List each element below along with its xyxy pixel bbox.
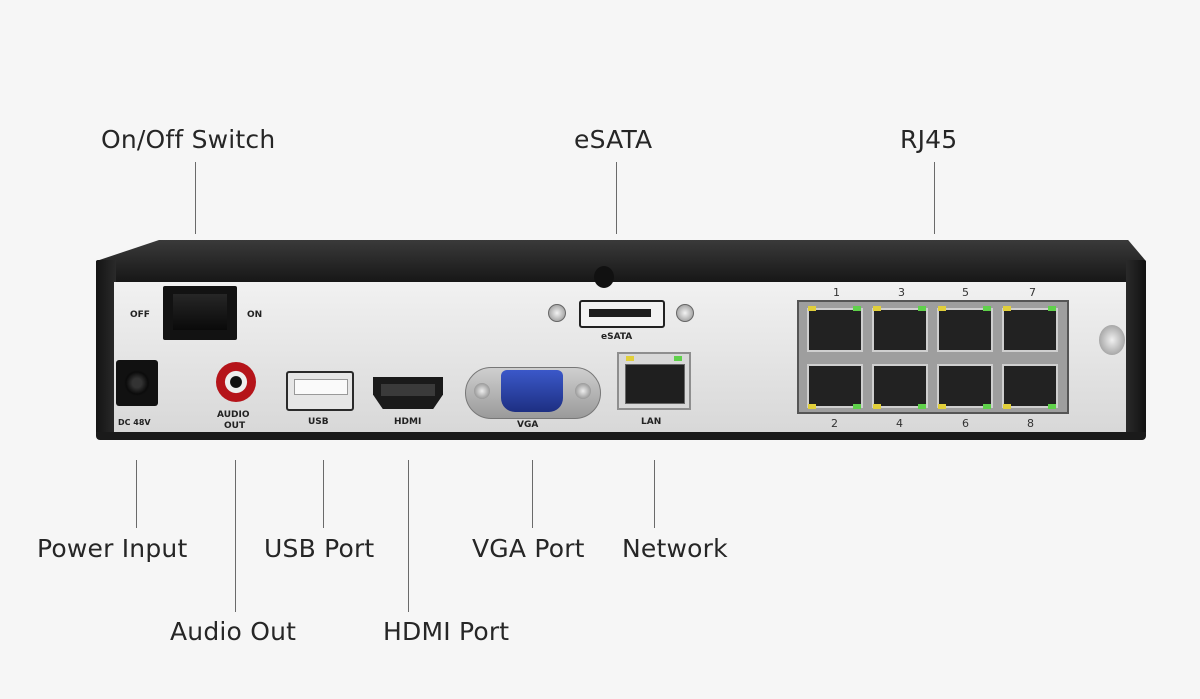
port-number-8: 8	[1027, 417, 1034, 430]
poe-led	[1003, 306, 1011, 311]
poe-led	[1048, 306, 1056, 311]
poe-led	[1003, 404, 1011, 409]
poe-led	[938, 404, 946, 409]
usb-port	[286, 371, 354, 411]
vga-port	[501, 370, 563, 412]
port-number-7: 7	[1029, 286, 1036, 299]
poe-led	[853, 404, 861, 409]
rj45-port-8	[1002, 364, 1058, 408]
off-label: OFF	[130, 310, 150, 320]
on-label: ON	[247, 310, 263, 320]
port-number-3: 3	[898, 286, 905, 299]
rj45-port-4	[872, 364, 928, 408]
audio-out-jack	[216, 362, 256, 402]
esata-leader	[616, 162, 617, 234]
vga-screw-left	[474, 383, 490, 399]
rj45-port-7	[1002, 308, 1058, 352]
poe-led	[1048, 404, 1056, 409]
poe-led	[853, 306, 861, 311]
chassis-screw-top	[594, 266, 614, 288]
audio-out-leader	[235, 460, 236, 612]
ground-screw	[1099, 325, 1125, 355]
on-off-switch	[163, 286, 237, 340]
esata-label: eSATA	[601, 332, 633, 342]
hdmi-port-callout: HDMI Port	[383, 617, 510, 646]
esata-port	[579, 300, 665, 328]
poe-led	[873, 306, 881, 311]
dc-label: DC 48V	[118, 418, 151, 427]
vga-port-callout: VGA Port	[472, 534, 585, 563]
network-leader	[654, 460, 655, 528]
poe-led	[918, 306, 926, 311]
poe-led	[808, 306, 816, 311]
on-off-switch-callout: On/Off Switch	[101, 125, 276, 154]
network-callout: Network	[622, 534, 728, 563]
poe-led	[918, 404, 926, 409]
poe-led	[983, 404, 991, 409]
rj45-leader	[934, 162, 935, 234]
hdmi-port	[373, 377, 443, 409]
poe-led	[808, 404, 816, 409]
poe-led	[938, 306, 946, 311]
usb-label: USB	[308, 417, 329, 427]
lan-port	[617, 352, 691, 410]
rj45-port-3	[872, 308, 928, 352]
esata-callout: eSATA	[574, 125, 653, 154]
port-number-4: 4	[896, 417, 903, 430]
vga-screw-right	[575, 383, 591, 399]
rj45-port-1	[807, 308, 863, 352]
power-input-leader	[136, 460, 137, 528]
esata-screw-right	[676, 304, 694, 322]
audio-out-callout: Audio Out	[170, 617, 297, 646]
vga-label: VGA	[517, 420, 539, 430]
audio-label-line2: OUT	[224, 421, 246, 431]
lan-label: LAN	[641, 417, 662, 427]
hdmi-port-leader	[408, 460, 409, 612]
usb-port-leader	[323, 460, 324, 528]
port-number-5: 5	[962, 286, 969, 299]
power-input-jack	[116, 360, 158, 406]
usb-port-callout: USB Port	[264, 534, 375, 563]
chassis-left-side	[96, 260, 116, 438]
on-off-switch-leader	[195, 162, 196, 234]
esata-screw-left	[548, 304, 566, 322]
lan-led-green	[674, 356, 682, 361]
rj45-port-5	[937, 308, 993, 352]
rj45-port-6	[937, 364, 993, 408]
power-input-callout: Power Input	[37, 534, 188, 563]
vga-port-leader	[532, 460, 533, 528]
poe-led	[873, 404, 881, 409]
chassis-right-side	[1126, 260, 1146, 438]
poe-led	[983, 306, 991, 311]
hdmi-label: HDMI	[394, 417, 422, 427]
port-number-1: 1	[833, 286, 840, 299]
lan-led-yellow	[626, 356, 634, 361]
chassis-bottom	[96, 432, 1146, 440]
rj45-callout: RJ45	[900, 125, 958, 154]
port-number-2: 2	[831, 417, 838, 430]
audio-label-line1: AUDIO	[217, 410, 250, 420]
port-number-6: 6	[962, 417, 969, 430]
nvr-device: OFF ON DC 48V AUDIO OUT USB HDMI VGA eSA…	[96, 240, 1146, 440]
rj45-port-2	[807, 364, 863, 408]
chassis-top	[96, 240, 1146, 284]
